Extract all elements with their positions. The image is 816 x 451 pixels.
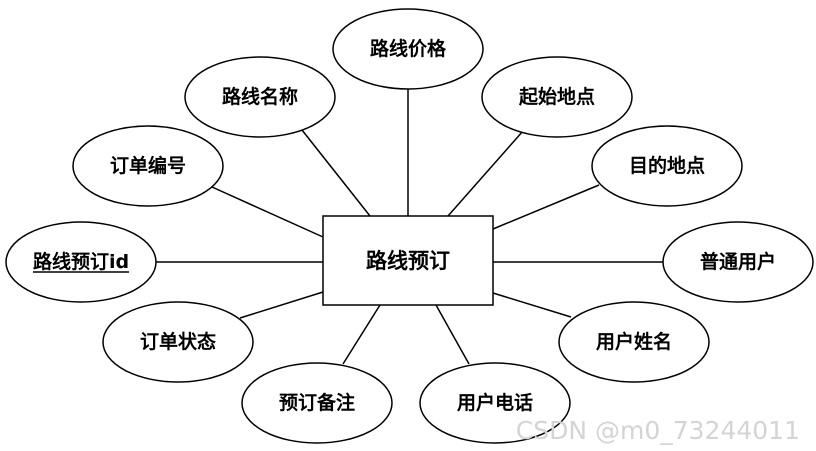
connector-line [492,184,600,230]
attribute-label: 预订备注 [279,391,355,414]
attribute-user-phone: 用户电话 [419,362,571,444]
attribute-ellipse [332,8,484,90]
attribute-label: 路线价格 [370,37,447,60]
attribute-label: 订单编号 [110,154,186,177]
attribute-user-name: 用户姓名 [558,301,710,383]
attribute-ellipse [481,56,633,138]
connector-line [301,129,371,217]
attribute-ellipse [5,221,157,303]
attribute-ellipse [591,125,743,207]
connector-line [435,304,470,365]
attribute-ellipse [102,301,254,383]
attribute-label-key: 路线预订id [33,250,129,273]
attribute-booking-remarks: 预订备注 [241,362,393,444]
attribute-label: 路线名称 [222,85,298,108]
connector-line [492,292,572,318]
connector-line [239,291,324,319]
attribute-ellipse [241,362,393,444]
attribute-route-booking-id: 路线预订id [5,221,157,303]
entity-box [322,215,494,306]
attribute-ellipse [662,221,814,303]
attribute-start-location: 起始地点 [481,56,633,138]
entity-route-booking: 路线预订 [322,215,494,306]
attribute-order-status: 订单状态 [102,301,254,383]
connector-line [447,130,524,217]
attribute-ellipse [184,56,336,138]
attribute-route-price: 路线价格 [332,8,484,90]
connector-line [211,186,324,238]
attribute-ellipse [72,125,224,207]
entity-label: 路线预订 [366,249,450,273]
connector-line [342,304,381,365]
connector-lines [156,89,663,365]
attribute-ellipse [419,362,571,444]
attribute-order-number: 订单编号 [72,125,224,207]
attribute-route-name: 路线名称 [184,56,336,138]
attribute-label: 用户姓名 [596,330,672,353]
attribute-label: 目的地点 [629,154,705,177]
attribute-regular-user: 普通用户 [662,221,814,303]
attribute-label: 用户电话 [457,391,533,414]
attribute-ellipse [558,301,710,383]
attribute-destination: 目的地点 [591,125,743,207]
attribute-label: 起始地点 [518,85,595,108]
attribute-label: 订单状态 [140,330,216,353]
attribute-label: 普通用户 [700,250,776,273]
